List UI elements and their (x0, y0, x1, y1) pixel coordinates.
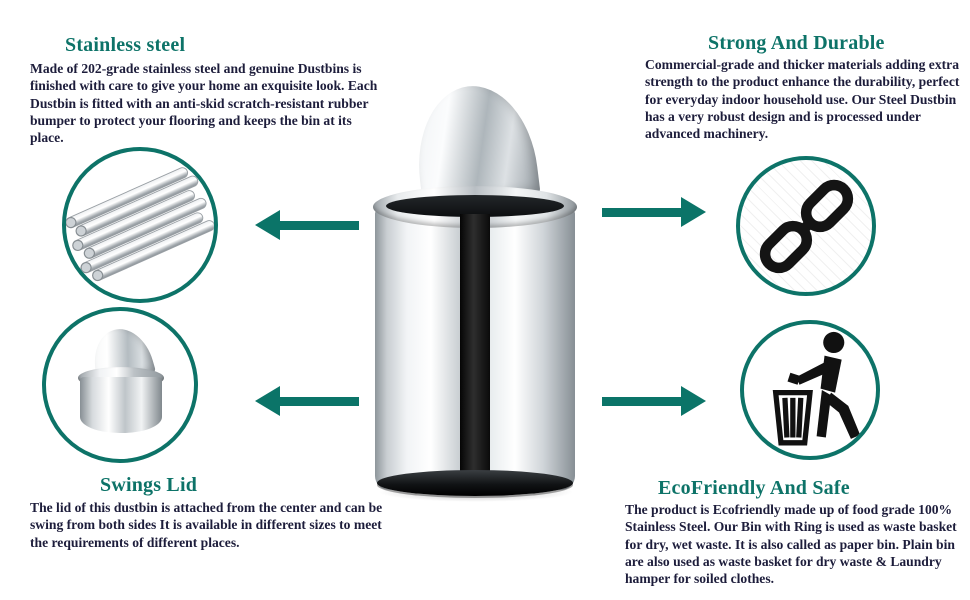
arrow-shaft (277, 396, 359, 406)
arrow-head (255, 210, 280, 240)
bin-black-stripe (460, 214, 490, 482)
feature-title-swings-lid: Swings Lid (100, 474, 198, 496)
arrow-head (681, 197, 706, 227)
feature-body-swings-lid: The lid of this dustbin is attached from… (30, 500, 383, 550)
arrow-right-bottom (600, 386, 706, 416)
feature-title-ecofriendly: EcoFriendly And Safe (658, 477, 850, 499)
feature-body-ecofriendly: The product is Ecofriendly made up of fo… (625, 502, 957, 586)
mini-bin-body (80, 377, 162, 433)
arrow-left-top (255, 210, 361, 240)
steel-rods-icon (66, 167, 214, 282)
feature-body-stainless-steel: Made of 202-grade stainless steel and ge… (30, 61, 378, 145)
chain-link-icon (759, 179, 854, 274)
feature-circle-swing-lid-bin (42, 307, 198, 463)
arrow-right-top (600, 197, 706, 227)
arrow-head (255, 386, 280, 416)
arrow-shaft (277, 220, 359, 230)
feature-body-strong-durable: Commercial-grade and thicker materials a… (645, 57, 960, 141)
arrow-left-bottom (255, 386, 361, 416)
bin-base (377, 470, 573, 496)
feature-circle-steel-rods (62, 147, 218, 303)
feature-title-strong-durable: Strong And Durable (708, 32, 885, 54)
feature-title-stainless-steel: Stainless steel (65, 34, 186, 56)
tidyman-icon (772, 331, 861, 446)
arrow-shaft (602, 207, 684, 217)
feature-circle-tidyman (740, 320, 880, 460)
arrow-shaft (602, 396, 684, 406)
feature-circle-chain (736, 156, 876, 296)
bin-rim-opening (386, 195, 564, 217)
swing-lid-bin-icon (78, 322, 164, 441)
product-image-dustbin (372, 79, 578, 502)
arrow-head (681, 386, 706, 416)
